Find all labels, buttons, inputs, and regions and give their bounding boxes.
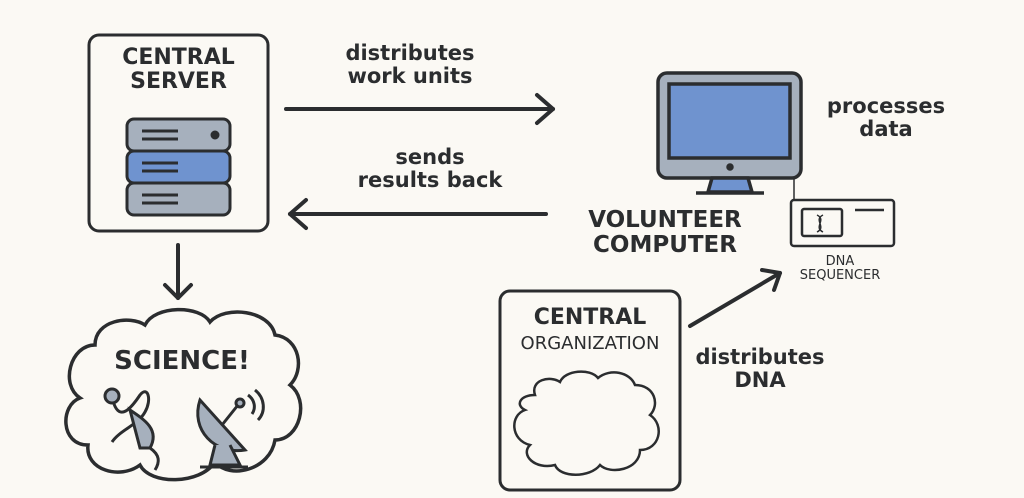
central-server-box: [87, 33, 270, 233]
volunteer-computer-label: VOLUNTEER COMPUTER: [565, 207, 765, 259]
results-line2: results back: [357, 168, 503, 193]
distribute-work-line2: work units: [347, 64, 473, 89]
distribute-work-label: distributes work units: [310, 41, 510, 89]
satellite-dish-icon: [196, 388, 265, 469]
arrow-down-science: [163, 243, 193, 300]
processes-line2: data: [859, 117, 913, 142]
dna-sequencer-line2: SEQUENCER: [799, 268, 881, 284]
central-server-label: CENTRAL SERVER: [89, 45, 268, 95]
central-organization-box: [498, 289, 682, 492]
distributes-dna-line1: distributes: [695, 345, 825, 369]
arrow-results-back: [288, 198, 548, 230]
central-org-line2: ORGANIZATION: [520, 333, 660, 355]
volunteer-monitor-icon: [656, 71, 803, 195]
processes-data-label: processes data: [796, 94, 976, 142]
results-line1: sends: [395, 145, 465, 169]
distributes-dna-label: distributes DNA: [680, 345, 840, 393]
central-server-line2: SERVER: [130, 69, 227, 95]
central-server-line1: CENTRAL: [122, 45, 235, 70]
arrow-distribute-work: [284, 93, 555, 125]
central-organization-label: CENTRAL ORGANIZATION: [500, 305, 680, 355]
results-back-label: sends results back: [330, 145, 530, 193]
dna-sequencer-icon: [789, 198, 896, 248]
organization-cloud: [513, 370, 660, 476]
volunteer-line1: VOLUNTEER: [588, 207, 742, 233]
volunteer-line2: COMPUTER: [593, 232, 737, 259]
server-rack-icon: [125, 117, 232, 217]
science-label: SCIENCE!: [114, 346, 250, 376]
dna-helix-icon: [103, 387, 160, 471]
processes-line1: processes: [826, 94, 946, 118]
distribute-work-line1: distributes: [345, 41, 475, 65]
science-cloud: [64, 307, 303, 482]
distributes-dna-line2: DNA: [734, 368, 786, 393]
arrow-distribute-dna: [688, 268, 782, 328]
dna-sequencer-label: DNA SEQUENCER: [780, 254, 900, 284]
central-org-line1: CENTRAL: [533, 305, 647, 330]
dna-sequencer-line1: DNA: [825, 254, 855, 269]
